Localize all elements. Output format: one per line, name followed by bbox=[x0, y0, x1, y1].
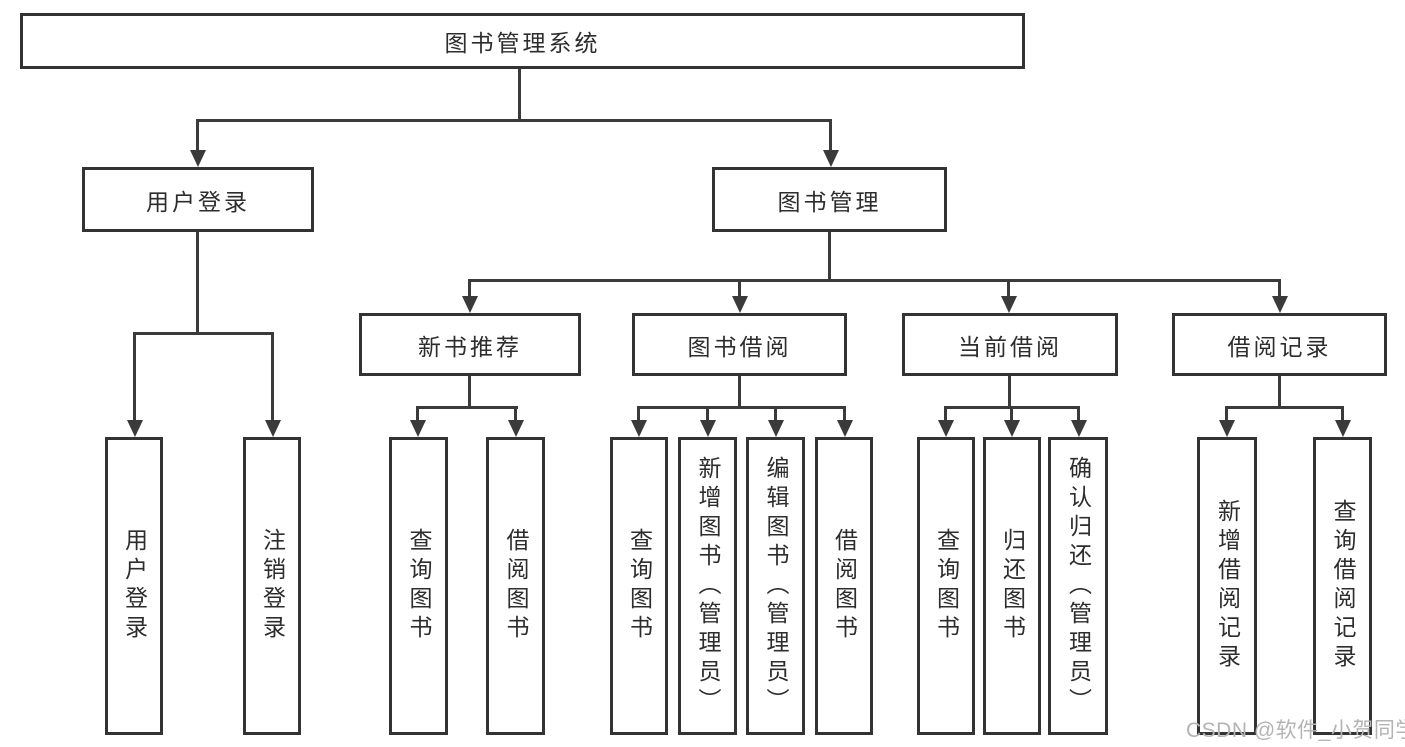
node-label: 图书借阅 bbox=[687, 333, 792, 360]
leaf-query-borrow-record: 查询借阅记录 bbox=[1313, 437, 1372, 735]
connector bbox=[1225, 406, 1344, 409]
arrowhead-down-icon bbox=[508, 420, 524, 437]
node-library-system: 图书管理系统 bbox=[20, 13, 1025, 69]
csdn-watermark: CSDN @软件_小贺同学 bbox=[1186, 719, 1405, 742]
node-label: 查询图书 bbox=[933, 528, 960, 644]
node-label: 归还图书 bbox=[999, 528, 1026, 644]
node-label: 查询图书 bbox=[626, 528, 653, 644]
connector bbox=[738, 279, 741, 299]
node-label: 查询图书 bbox=[406, 528, 432, 644]
connector bbox=[1278, 376, 1281, 409]
node-label: 确认归还（管理员） bbox=[1065, 455, 1092, 717]
node-label: 借阅记录 bbox=[1227, 333, 1332, 360]
arrowhead-down-icon bbox=[265, 420, 281, 437]
leaf-query-books: 查询图书 bbox=[917, 437, 975, 735]
connector bbox=[196, 119, 199, 152]
connector bbox=[774, 406, 777, 423]
node-label: 借阅图书 bbox=[503, 528, 529, 644]
arrowhead-down-icon bbox=[1219, 420, 1235, 437]
node-label: 用户登录 bbox=[121, 528, 148, 644]
node-user-login: 用户登录 bbox=[82, 167, 314, 232]
leaf-return-books: 归还图书 bbox=[983, 437, 1041, 735]
leaf-confirm-return-admin: 确认归还（管理员） bbox=[1048, 437, 1108, 735]
node-label: 新增图书（管理员） bbox=[695, 455, 721, 717]
node-new-book-recommendation: 新书推荐 bbox=[359, 313, 581, 376]
leaf-edit-books-admin: 编辑图书（管理员） bbox=[746, 437, 805, 735]
connector bbox=[706, 406, 709, 423]
node-current-borrowing: 当前借阅 bbox=[902, 313, 1118, 376]
connector bbox=[1010, 406, 1013, 423]
node-label: 图书管理 bbox=[777, 188, 882, 215]
leaf-user-login: 用户登录 bbox=[105, 437, 163, 735]
node-label: 编辑图书（管理员） bbox=[763, 455, 789, 717]
leaf-logout: 注销登录 bbox=[243, 437, 301, 735]
node-label: 新书推荐 bbox=[418, 333, 522, 360]
leaf-borrow-books: 借阅图书 bbox=[815, 437, 873, 735]
connector bbox=[1007, 279, 1010, 299]
leaf-add-books-admin: 新增图书（管理员） bbox=[678, 437, 737, 735]
node-label: 当前借阅 bbox=[958, 333, 1062, 360]
arrowhead-down-icon bbox=[1071, 420, 1087, 437]
connector bbox=[468, 376, 471, 409]
arrowhead-down-icon bbox=[1335, 420, 1351, 437]
node-book-management: 图书管理 bbox=[712, 167, 947, 232]
arrowhead-down-icon bbox=[938, 420, 954, 437]
connector bbox=[468, 279, 471, 299]
node-label: 新增借阅记录 bbox=[1214, 499, 1241, 673]
connector bbox=[133, 332, 274, 335]
arrowhead-down-icon bbox=[768, 420, 784, 437]
arrowhead-down-icon bbox=[190, 150, 206, 167]
connector bbox=[416, 406, 419, 423]
connector bbox=[738, 376, 741, 409]
connector bbox=[468, 279, 1281, 282]
connector bbox=[944, 406, 947, 423]
node-book-borrowing: 图书借阅 bbox=[632, 313, 847, 376]
connector bbox=[1008, 376, 1011, 409]
connector bbox=[518, 69, 521, 120]
connector bbox=[1077, 406, 1080, 423]
connector bbox=[637, 406, 640, 423]
leaf-add-borrow-record: 新增借阅记录 bbox=[1197, 437, 1257, 735]
connector bbox=[133, 332, 136, 422]
leaf-borrow-books: 借阅图书 bbox=[486, 437, 545, 735]
leaf-query-books: 查询图书 bbox=[610, 437, 668, 735]
connector bbox=[514, 406, 517, 423]
arrowhead-down-icon bbox=[1004, 420, 1020, 437]
node-label: 借阅图书 bbox=[831, 528, 858, 644]
arrowhead-down-icon bbox=[631, 420, 647, 437]
arrowhead-down-icon bbox=[700, 420, 716, 437]
connector bbox=[1341, 406, 1344, 423]
arrowhead-down-icon bbox=[410, 420, 426, 437]
connector bbox=[196, 119, 832, 122]
connector bbox=[828, 232, 831, 282]
arrowhead-down-icon bbox=[1272, 296, 1288, 313]
leaf-query-books: 查询图书 bbox=[389, 437, 448, 735]
node-label: 图书管理系统 bbox=[444, 30, 601, 56]
arrowhead-down-icon bbox=[462, 296, 478, 313]
connector bbox=[637, 406, 846, 409]
node-label: 查询借阅记录 bbox=[1330, 499, 1356, 673]
node-label: 用户登录 bbox=[146, 188, 250, 215]
arrowhead-down-icon bbox=[823, 150, 839, 167]
arrowhead-down-icon bbox=[127, 420, 143, 437]
connector bbox=[271, 332, 274, 422]
arrowhead-down-icon bbox=[1001, 296, 1017, 313]
arrowhead-down-icon bbox=[837, 420, 853, 437]
node-borrowing-records: 借阅记录 bbox=[1172, 313, 1387, 376]
connector bbox=[416, 406, 518, 409]
connector bbox=[843, 406, 846, 423]
arrowhead-down-icon bbox=[732, 296, 748, 313]
connector bbox=[829, 119, 832, 152]
connector bbox=[1278, 279, 1281, 299]
node-label: 注销登录 bbox=[259, 528, 286, 644]
connector bbox=[1225, 406, 1228, 423]
connector bbox=[196, 232, 199, 335]
